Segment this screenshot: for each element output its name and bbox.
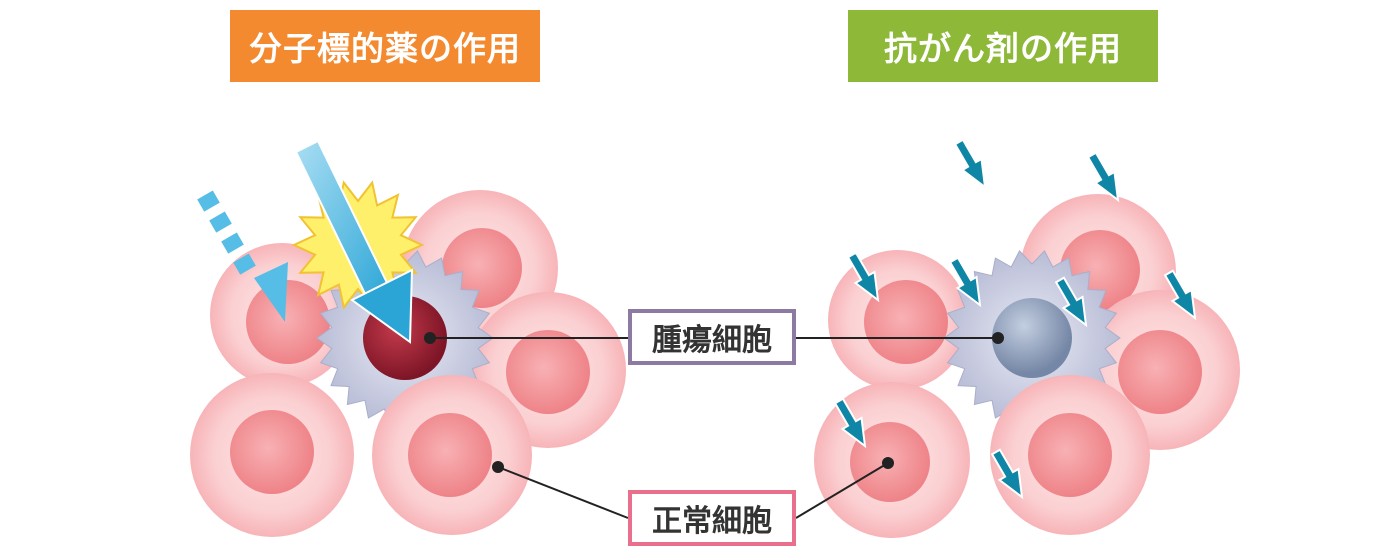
connector-lines [430, 337, 998, 519]
right-normal-cell-top-left [828, 250, 968, 390]
drug-arrow-icon [953, 138, 987, 190]
connector-dots [424, 332, 1004, 473]
drug-arrow-icon [833, 397, 867, 449]
right-normal-cell-bottom-center [990, 375, 1150, 535]
title-anticancer-drug: 抗がん剤の作用 [848, 10, 1158, 82]
label-normal-cell: 正常細胞 [628, 490, 796, 546]
drug-arrow-icon [1163, 269, 1197, 321]
anticancer-drug-arrows [833, 138, 1197, 500]
drug-arrow-icon [948, 256, 982, 308]
label-tumor-cell: 腫瘍細胞 [628, 309, 796, 365]
drug-arrow-icon [1054, 276, 1088, 328]
left-normal-cell-bottom-left [190, 373, 354, 537]
drug-arrow-icon [1086, 151, 1120, 203]
dashed-arrow-icon [197, 190, 288, 322]
drug-arrow-icon [990, 448, 1024, 500]
targeted-beam-arrow-icon [294, 139, 414, 344]
left-normal-cell-bottom-center [372, 375, 532, 535]
drug-arrow-icon [846, 251, 880, 303]
title-molecular-targeted-drug: 分子標的薬の作用 [230, 10, 540, 82]
